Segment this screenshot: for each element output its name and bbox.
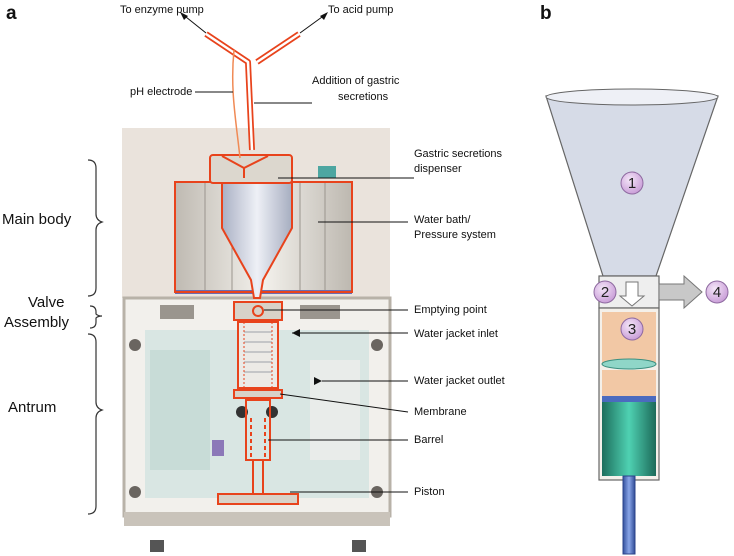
piston-rod [622, 475, 636, 555]
label-barrel: Barrel [414, 434, 443, 446]
antrum-left-panel [150, 350, 210, 470]
membrane-plate [233, 389, 283, 399]
frame-brackets [129, 339, 383, 498]
stomach-funnel [221, 171, 293, 299]
valve-down-arrow [618, 281, 646, 307]
marker-4: 4 [705, 280, 729, 304]
marker-1: 1 [620, 171, 644, 195]
piston-body [602, 402, 656, 476]
base-feet-right [352, 540, 366, 552]
label-addition-line2: secretions [338, 91, 389, 103]
label-acid-pump: To acid pump [328, 4, 393, 16]
antrum-barrel [237, 321, 279, 389]
emptying-point-valve [252, 305, 264, 317]
svg-text:3: 3 [628, 321, 636, 338]
membrane-disc [601, 358, 657, 370]
svg-text:2: 2 [601, 284, 609, 301]
label-valve-line2: Assembly [4, 314, 70, 331]
label-main-body: Main body [2, 211, 72, 228]
label-antrum: Antrum [8, 399, 56, 416]
piston-shaft [252, 460, 264, 496]
label-addition-line1: Addition of gastric [312, 75, 400, 87]
marker-2: 2 [593, 280, 617, 304]
outflow-arrow [658, 274, 703, 310]
label-jacket-outlet: Water jacket outlet [414, 375, 505, 387]
piston-head-band [602, 396, 656, 402]
brace-main-body [87, 159, 104, 297]
antrum-mid-band [602, 370, 656, 400]
label-emptying-point: Emptying point [414, 304, 487, 316]
svg-text:4: 4 [713, 284, 721, 301]
antrum-detail-purple [212, 440, 224, 456]
svg-text:1: 1 [628, 175, 636, 192]
barrel-lower [245, 399, 271, 461]
label-dispenser-line1: Gastric secretions [414, 148, 503, 160]
label-dispenser-line2: dispenser [414, 163, 462, 175]
ph-electrode-wire [231, 49, 241, 159]
base-plate [124, 512, 390, 526]
fundus-rim [545, 88, 719, 106]
panel-b-label: b [540, 3, 552, 24]
antrum-right-panel [310, 360, 360, 460]
base-feet-left [150, 540, 164, 552]
piston-base [217, 493, 299, 505]
label-jacket-inlet: Water jacket inlet [414, 328, 498, 340]
label-membrane: Membrane [414, 406, 467, 418]
label-valve-line1: Valve [28, 294, 64, 311]
label-piston: Piston [414, 486, 445, 498]
dispenser-head [209, 154, 293, 184]
brace-antrum [87, 333, 104, 515]
label-ph-electrode: pH electrode [130, 86, 192, 98]
label-enzyme-pump: To enzyme pump [120, 4, 204, 16]
panel-a-label: a [6, 3, 17, 24]
label-water-bath-line1: Water bath/ [414, 214, 471, 226]
brace-valve [89, 305, 103, 329]
label-water-bath-line2: Pressure system [414, 229, 496, 241]
marker-3: 3 [620, 317, 644, 341]
